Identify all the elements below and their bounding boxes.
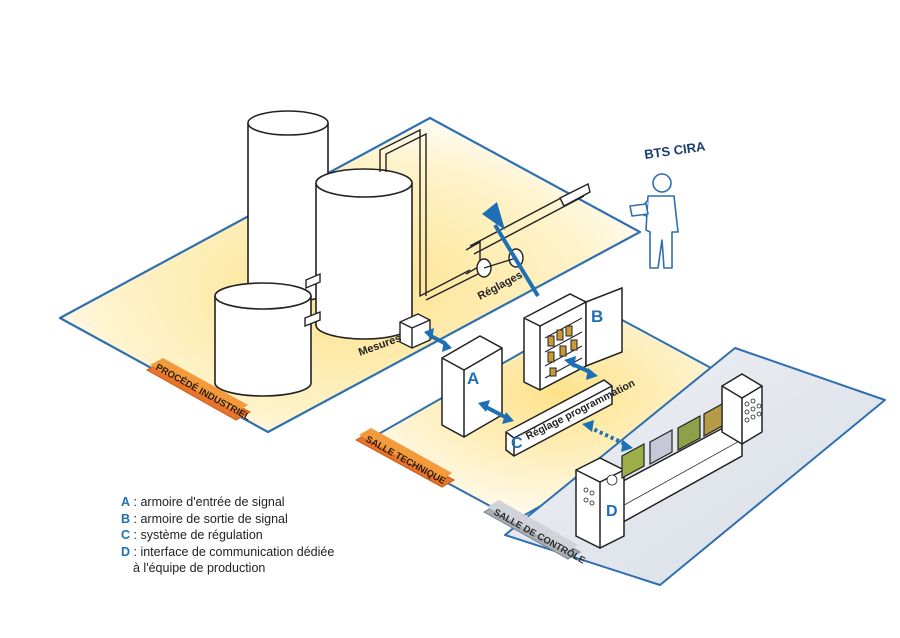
control-console	[575, 373, 763, 549]
cabinet-b-label: B	[591, 307, 603, 326]
monitors	[621, 402, 723, 480]
legend-item-continuation: à l'équipe de production	[133, 561, 266, 575]
cabinet-b	[523, 286, 623, 391]
legend-item: A : armoire d'entrée de signal	[121, 495, 285, 509]
tank-pipes	[304, 272, 321, 328]
console-d-label: D	[606, 503, 618, 520]
legend-item: B : armoire de sortie de signal	[121, 511, 288, 526]
reg-c-label: C	[511, 435, 523, 452]
medium-tank	[315, 168, 413, 340]
regulation-system	[505, 379, 613, 457]
legend-item: D : interface de communication dédiée	[121, 544, 335, 559]
tall-tank	[247, 110, 329, 303]
cabinet-a	[441, 335, 503, 438]
legend: A : armoire d'entrée de signal B : armoi…	[121, 494, 334, 577]
operator-figure	[629, 173, 679, 269]
legend-item: C : système de régulation	[121, 528, 263, 542]
process-pipe	[379, 128, 591, 301]
cabinet-a-label: A	[467, 369, 479, 388]
console-buttons	[583, 398, 762, 506]
operator-label: BTS CIRA	[643, 138, 706, 161]
sensor-box	[399, 313, 431, 349]
short-tank	[214, 282, 312, 397]
flow-arrows	[424, 202, 633, 452]
